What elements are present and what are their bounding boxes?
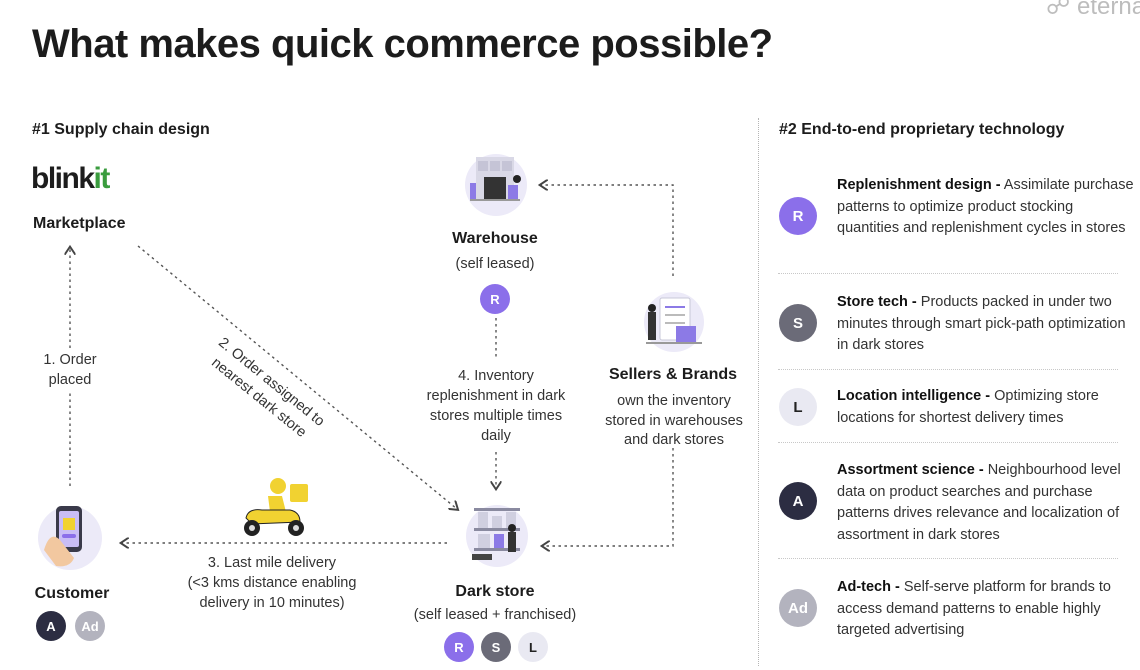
section-divider — [758, 118, 759, 666]
flow-arrows — [0, 0, 674, 670]
sellers-label: Sellers & Brands — [608, 366, 738, 383]
tech-item-assortment: Assortment science - Neighbourhood level… — [837, 462, 1121, 543]
darkstore-badge-l: L — [518, 632, 548, 662]
darkstore-badge-r: R — [444, 632, 474, 662]
customer-badge-ad: Ad — [75, 611, 105, 641]
order-placed-label: 1. Order placed — [30, 350, 110, 390]
blinkit-logo: blinkit — [31, 162, 110, 195]
brand-text: eternal — [1076, 0, 1140, 20]
tech-separator — [778, 442, 1118, 443]
tech-separator — [778, 369, 1118, 370]
tech-badge-ad: Ad — [779, 589, 817, 627]
tech-badge-s: S — [779, 304, 817, 342]
replenishment-label: 4. Inventory replenishment in dark store… — [426, 368, 566, 444]
arrow-sellers-darkstore — [543, 448, 674, 546]
warehouse-sub: (self leased) — [455, 256, 535, 272]
last-mile-label: 3. Last mile delivery (<3 kms distance e… — [187, 555, 357, 611]
customer-phone-icon — [38, 506, 102, 570]
section-2-title: #2 End-to-end proprietary technology — [779, 121, 1065, 138]
delivery-scooter-icon — [244, 478, 308, 536]
page-title: What makes quick commerce possible? — [32, 22, 773, 66]
warehouse-label: Warehouse — [452, 230, 538, 247]
darkstore-sub: (self leased + franchised) — [413, 607, 577, 623]
tech-item-adtech: Ad-tech - Self-serve platform for brands… — [837, 579, 1111, 638]
tech-badge-r: R — [779, 197, 817, 235]
warehouse-badge-r: R — [480, 284, 510, 314]
darkstore-icon — [466, 505, 528, 567]
tech-separator — [778, 558, 1118, 559]
arrow-sellers-warehouse — [541, 185, 674, 276]
section-1-title: #1 Supply chain design — [32, 121, 210, 138]
brand-icon: ☍ — [1046, 0, 1071, 20]
sellers-description: own the inventory stored in warehouses a… — [605, 393, 743, 448]
darkstore-badge-s: S — [481, 632, 511, 662]
tech-separator — [778, 273, 1118, 274]
tech-item-location: Location intelligence - Optimizing store… — [837, 388, 1099, 426]
warehouse-icon — [465, 154, 527, 216]
tech-badge-l: L — [779, 388, 817, 426]
marketplace-label: Marketplace — [33, 215, 126, 232]
tech-item-store-tech: Store tech - Products packed in under tw… — [837, 294, 1126, 353]
tech-item-replenishment: Replenishment design - Assimilate purcha… — [837, 177, 1134, 236]
tech-badge-a: A — [779, 482, 817, 520]
brand-logo: ☍ eternal — [1046, 0, 1140, 21]
sellers-icon — [644, 292, 704, 352]
darkstore-label: Dark store — [455, 583, 535, 600]
customer-badge-a: A — [36, 611, 66, 641]
customer-label: Customer — [34, 585, 110, 602]
